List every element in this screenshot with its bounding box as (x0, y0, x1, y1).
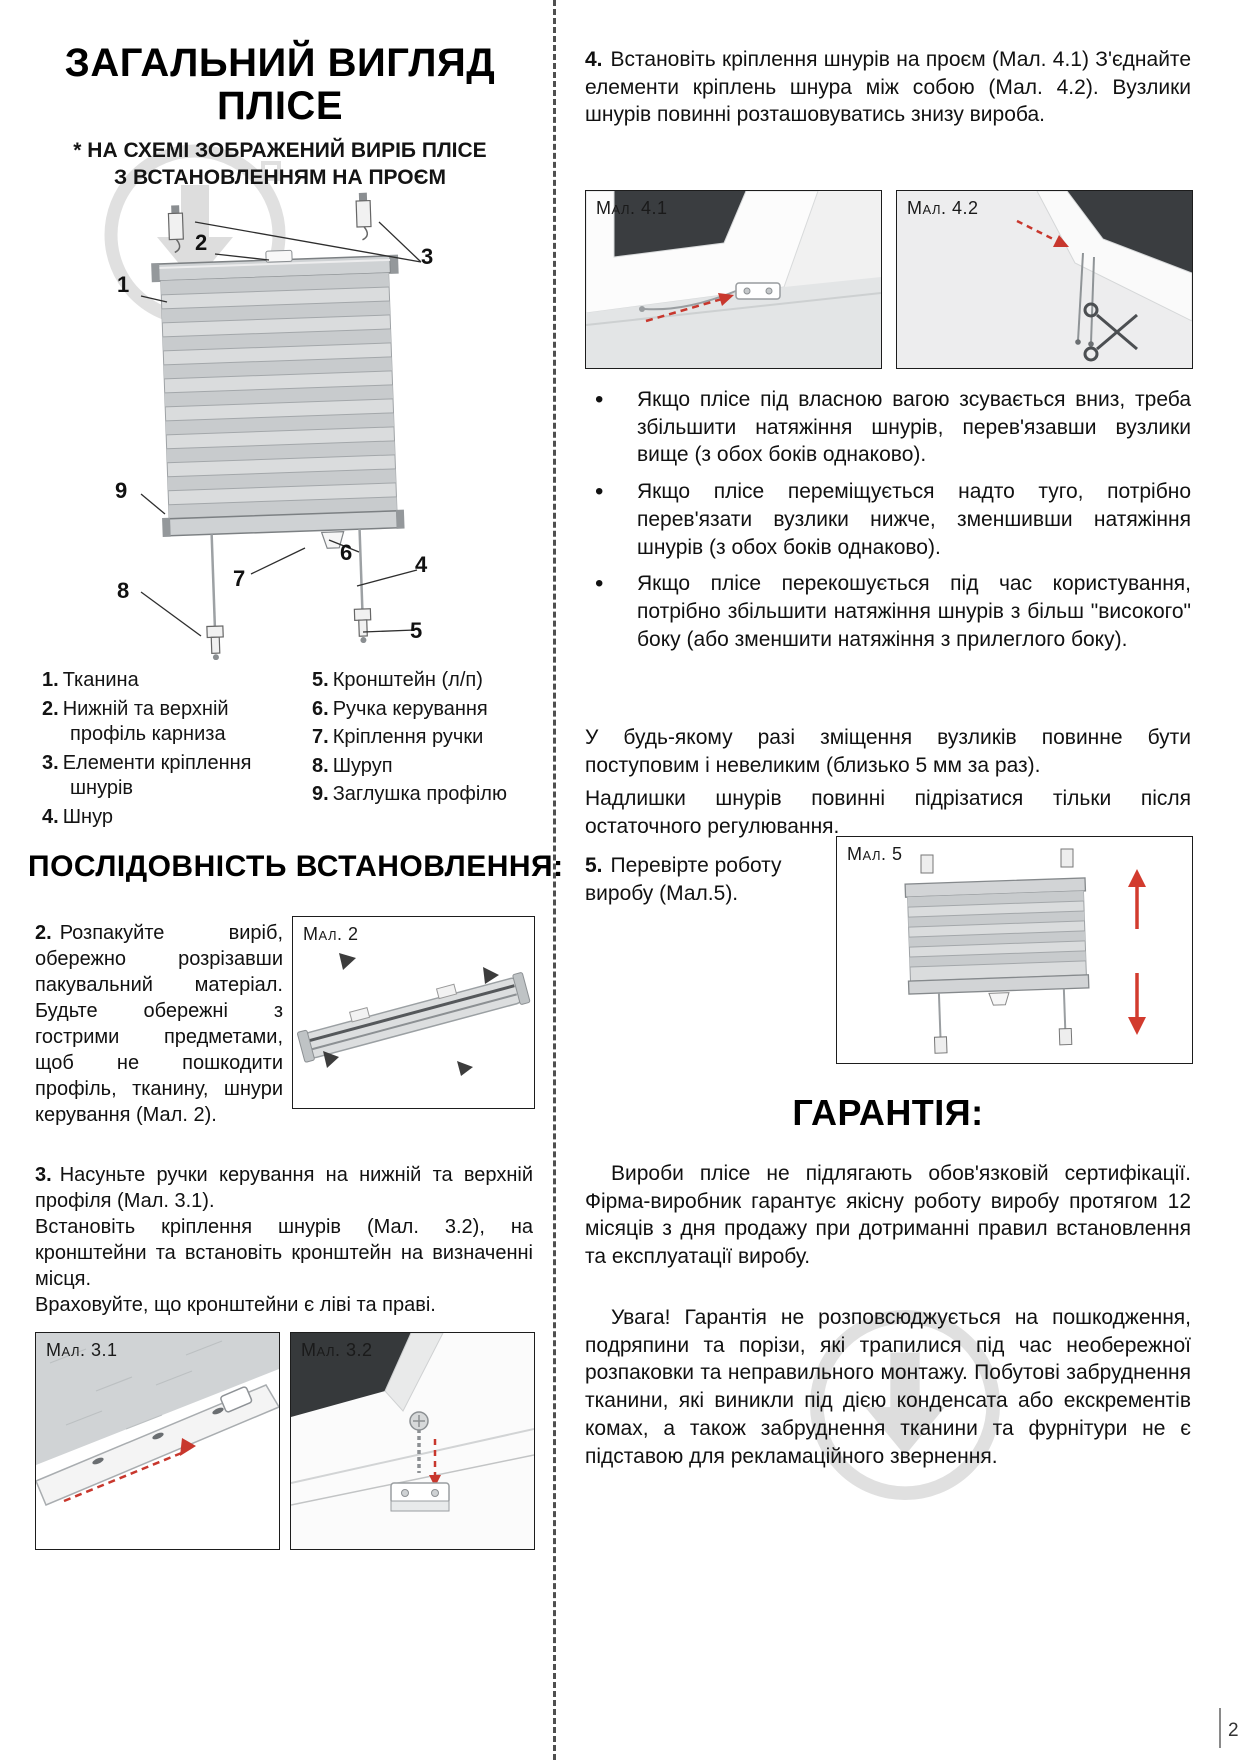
column-divider (553, 0, 556, 1760)
step-5-number: 5. (585, 854, 603, 877)
figure-3-2-illustration (291, 1333, 534, 1549)
callout-4: 4 (415, 552, 428, 577)
legend-num: 2. (42, 697, 59, 720)
step-3-line3: Враховуйте, що кронштейни є ліві та прав… (35, 1294, 436, 1316)
legend-num: 6. (312, 697, 329, 720)
bullet-item: Якщо плісе перекошується під час користу… (585, 568, 1191, 653)
callout-8: 8 (117, 578, 130, 603)
figure-4-1: Мал. 4.1 (585, 190, 882, 369)
legend-num: 9. (312, 783, 329, 806)
bullet-item: Якщо плісе під власною вагою зсувається … (585, 384, 1191, 469)
legend-item: 5.Кронштейн (л/п) (312, 668, 534, 694)
step-5-paragraph: 5.Перевірте роботу виробу (Мал.5). (585, 852, 830, 907)
adjustment-note: У будь-якому разі зміщення вузликів пови… (585, 724, 1191, 847)
note-line2: Надлишки шнурів повинні підрізатися тіль… (585, 787, 1191, 839)
step-3-text1: Насуньте ручки керування на нижній та ве… (35, 1164, 533, 1212)
step-2-text: Розпакуйте виріб, обережно розрізавши па… (35, 922, 283, 1126)
diagram-legend-left: 1.Тканина 2.Нижній та верхній профіль ка… (42, 668, 304, 834)
figure-3-1: Мал. 3.1 (35, 1332, 280, 1550)
legend-text: Тканина (62, 669, 139, 691)
step-4-number: 4. (585, 48, 603, 71)
legend-num: 5. (312, 669, 329, 691)
figure-4-1-illustration (586, 191, 881, 368)
note-line1: У будь-якому разі зміщення вузликів пови… (585, 726, 1191, 777)
page-subtitle-line2: З ВСТАНОВЛЕННЯМ НА ПРОЄМ (113, 166, 447, 190)
legend-text: Ручка керування (332, 697, 488, 720)
legend-item: 6.Ручка керування (312, 697, 534, 723)
callout-5: 5 (410, 618, 423, 643)
brand-watermark-icon (800, 1300, 1010, 1510)
legend-item: 2.Нижній та верхній профіль карниза (42, 697, 304, 748)
legend-item: 1.Тканина (42, 668, 304, 694)
step-3-paragraph: 3.Насуньте ручки керування на нижній та … (35, 1162, 533, 1318)
legend-num: 7. (312, 726, 329, 749)
figure-4-2-illustration (897, 191, 1192, 368)
figure-3-2-label: Мал. 3.2 (301, 1340, 373, 1360)
page-edge-mark (1219, 1708, 1221, 1748)
step-2-paragraph: 2.Розпакуйте виріб, обережно розрізавши … (35, 920, 283, 1128)
callout-7: 7 (233, 566, 246, 591)
legend-item: 3.Елементи кріплення шнурів (42, 751, 304, 802)
legend-text: Шуруп (332, 754, 393, 777)
callout-3: 3 (421, 244, 434, 269)
figure-5: Мал. 5 (836, 836, 1193, 1064)
legend-num: 4. (42, 805, 59, 828)
page-subtitle-line1: * НА СХЕМІ ЗОБРАЖЕНИЙ ВИРІБ ПЛІСЕ (73, 139, 487, 162)
section-title-installation: ПОСЛІДОВНІСТЬ ВСТАНОВЛЕННЯ: (28, 850, 564, 883)
legend-text: Елементи кріплення шнурів (62, 751, 252, 800)
legend-text: Нижній та верхній профіль карниза (62, 697, 229, 746)
warranty-title: ГАРАНТІЯ: (792, 1092, 984, 1133)
figure-3-2: Мал. 3.2 (290, 1332, 535, 1550)
bullet-item: Якщо плісе переміщується надто туго, пот… (585, 476, 1191, 561)
step-4-paragraph: 4.Встановіть кріплення шнурів на проєм (… (585, 46, 1191, 129)
legend-item: 7.Кріплення ручки (312, 725, 534, 751)
legend-item: 9.Заглушка профілю (312, 782, 534, 808)
page-subtitle: * НА СХЕМІ ЗОБРАЖЕНИЙ ВИРІБ ПЛІСЕ З ВСТА… (30, 137, 530, 192)
figure-4-1-label: Мал. 4.1 (596, 198, 668, 218)
callout-9: 9 (115, 478, 128, 503)
legend-text: Заглушка профілю (332, 783, 507, 806)
warranty-paragraph-2: Увага! Гарантія не розповсюджується на п… (585, 1306, 1191, 1468)
page-number: 2 (1228, 1720, 1239, 1741)
step-4-text: Встановіть кріплення шнурів на проєм (Ма… (585, 48, 1191, 127)
figure-5-label: Мал. 5 (847, 844, 903, 864)
figure-4-2-label: Мал. 4.2 (907, 198, 979, 218)
figure-2: Мал. 2 (292, 916, 535, 1109)
step-3-line2: Встановіть кріплення шнурів (Мал. 3.2), … (35, 1216, 533, 1290)
legend-item: 4.Шнур (42, 805, 304, 831)
figure-3-1-label: Мал. 3.1 (46, 1340, 118, 1360)
legend-item: 8.Шуруп (312, 754, 534, 780)
legend-text: Шнур (62, 805, 113, 828)
legend-text: Кріплення ручки (332, 726, 484, 749)
step-3-line1: 3.Насуньте ручки керування на нижній та … (35, 1162, 533, 1214)
callout-6: 6 (340, 540, 353, 565)
figure-2-label: Мал. 2 (303, 924, 359, 944)
page-title: ЗАГАЛЬНИЙ ВИГЛЯД ПЛІСЕ (30, 41, 530, 129)
legend-num: 8. (312, 754, 329, 777)
legend-text: Кронштейн (л/п) (332, 669, 483, 691)
figure-3-1-illustration (36, 1333, 279, 1549)
warranty-paragraph-1: Вироби плісе не підлягають обов'язковій … (585, 1162, 1191, 1269)
adjustment-bullet-list: Якщо плісе під власною вагою зсувається … (585, 384, 1191, 662)
legend-num: 3. (42, 751, 59, 774)
blind-general-view-diagram: 1 2 3 4 5 6 7 8 9 (55, 190, 530, 661)
callout-2: 2 (195, 230, 208, 255)
step-3-number: 3. (35, 1164, 52, 1186)
callout-1: 1 (117, 272, 130, 297)
figure-2-illustration (293, 917, 534, 1108)
step-2-number: 2. (35, 922, 52, 944)
page-title-line1: ЗАГАЛЬНИЙ ВИГЛЯД (64, 41, 496, 85)
figure-5-illustration (837, 837, 1192, 1063)
diagram-legend-right: 5.Кронштейн (л/п) 6.Ручка керування 7.Кр… (312, 668, 534, 811)
blind-diagram-illustration (140, 192, 422, 661)
step-5-text: Перевірте роботу виробу (Мал.5). (585, 854, 782, 905)
page-title-line2: ПЛІСЕ (217, 84, 343, 129)
figure-4-2: Мал. 4.2 (896, 190, 1193, 369)
legend-num: 1. (42, 669, 59, 691)
